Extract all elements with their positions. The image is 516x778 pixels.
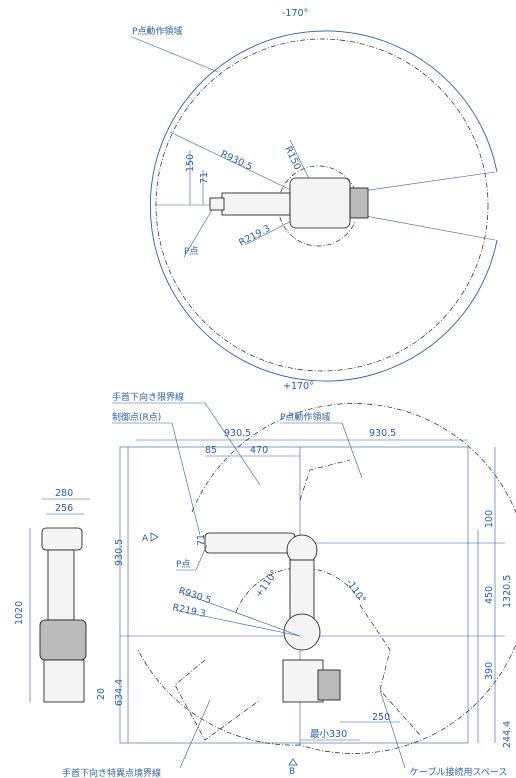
top-envelope-arc bbox=[149, 30, 498, 382]
side-dim-470: 470 bbox=[250, 445, 268, 456]
side-view-a: A bbox=[142, 534, 149, 544]
side-base-rear bbox=[317, 669, 341, 701]
side-angle-left: +110° bbox=[253, 568, 280, 600]
top-dim-71: 71 bbox=[199, 172, 210, 184]
view-a-arrow-icon bbox=[150, 532, 159, 542]
front-head bbox=[41, 527, 83, 551]
front-base bbox=[43, 659, 85, 703]
top-view: 150 71 P点動作領域 -170° +170° R930.5 R150 R2… bbox=[131, 8, 498, 392]
side-dim-min330: 最小330 bbox=[310, 729, 347, 740]
front-view: 280 256 1020 20 bbox=[14, 488, 107, 703]
front-dim-280: 280 bbox=[55, 488, 73, 499]
top-radius-inner: R219.3 bbox=[237, 223, 272, 249]
side-dim-390: 390 bbox=[484, 662, 495, 680]
top-p-point-label: P点 bbox=[184, 246, 198, 257]
front-dim-20: 20 bbox=[96, 688, 107, 700]
side-radius-inner: R219.3 bbox=[171, 602, 206, 620]
top-angle-bottom: +170° bbox=[283, 381, 314, 392]
top-base-body bbox=[289, 177, 351, 229]
side-dim-71: 71 bbox=[196, 534, 207, 546]
top-p-point-leader bbox=[183, 209, 213, 258]
side-wrist-limit-label: 手首下向き限界線 bbox=[112, 391, 184, 403]
side-control-point-leader bbox=[171, 422, 201, 536]
side-dim-100: 100 bbox=[484, 510, 495, 528]
side-dim-244: 244.4 bbox=[502, 721, 513, 748]
side-radius-inner-line bbox=[174, 609, 301, 637]
top-arm-link bbox=[221, 192, 291, 216]
side-inner-arc bbox=[235, 567, 361, 613]
top-wedge-line-2 bbox=[354, 213, 496, 241]
side-p-area-leader bbox=[341, 422, 363, 479]
side-upper-arm bbox=[289, 559, 315, 623]
side-view-b: B bbox=[289, 767, 295, 777]
side-envelope-rect bbox=[119, 446, 469, 744]
top-radius-150: R150 bbox=[282, 145, 302, 172]
front-dim-256: 256 bbox=[55, 503, 73, 514]
view-b-arrow-icon bbox=[288, 758, 298, 766]
side-outer-arc-2 bbox=[137, 649, 301, 746]
side-forearm bbox=[204, 532, 296, 554]
side-dim-right930: 930.5 bbox=[369, 428, 396, 439]
front-dim-1020: 1020 bbox=[14, 601, 25, 625]
side-singular-boundary-label: 手首下向き特異点境界線 bbox=[62, 767, 161, 778]
side-left-limit bbox=[174, 659, 261, 741]
side-dim-left930: 930.5 bbox=[224, 428, 251, 439]
side-outer-arc bbox=[191, 403, 516, 754]
top-base-rear bbox=[349, 187, 369, 219]
side-p-area-label: P点動作領域 bbox=[280, 411, 330, 423]
side-dim-1320: 1320.5 bbox=[502, 575, 513, 608]
side-dim-250: 250 bbox=[372, 712, 390, 723]
top-dim-150: 150 bbox=[185, 154, 196, 172]
top-inner-arc bbox=[277, 165, 356, 247]
side-top-limit bbox=[299, 459, 351, 501]
top-wrist bbox=[209, 197, 225, 211]
side-dim-85: 85 bbox=[205, 445, 217, 456]
side-shoulder bbox=[283, 613, 321, 651]
top-angle-top: -170° bbox=[282, 8, 308, 19]
top-p-area-leader bbox=[131, 36, 219, 73]
side-cable-space-leader bbox=[379, 689, 406, 769]
front-arm bbox=[47, 549, 75, 621]
side-angle-right: -110° bbox=[344, 577, 368, 605]
side-cable-space-label: ケーブル接続用スペース bbox=[410, 766, 507, 778]
side-view: 930.5 930.5 85 470 100 450 1320.5 390 24… bbox=[62, 391, 516, 778]
front-shoulder bbox=[39, 619, 87, 661]
side-dim-450: 450 bbox=[484, 586, 495, 604]
top-radius-outer: R930.5 bbox=[219, 149, 254, 173]
side-p-point-label: P点 bbox=[176, 559, 190, 570]
top-wedge-line-1 bbox=[354, 171, 496, 193]
top-p-area-label: P点動作領域 bbox=[132, 25, 182, 37]
side-control-point-label: 制御点(R点) bbox=[112, 411, 161, 423]
side-right-limit bbox=[359, 604, 421, 736]
side-p-point-leader bbox=[195, 544, 208, 571]
side-radius-outer-line bbox=[179, 591, 301, 637]
side-dim-634: 634.4 bbox=[114, 679, 125, 706]
side-base bbox=[282, 659, 324, 703]
side-singular-boundary-leader bbox=[179, 699, 211, 769]
side-dim-vert930: 930.5 bbox=[114, 539, 125, 566]
side-wrist-limit-leader bbox=[204, 402, 261, 486]
